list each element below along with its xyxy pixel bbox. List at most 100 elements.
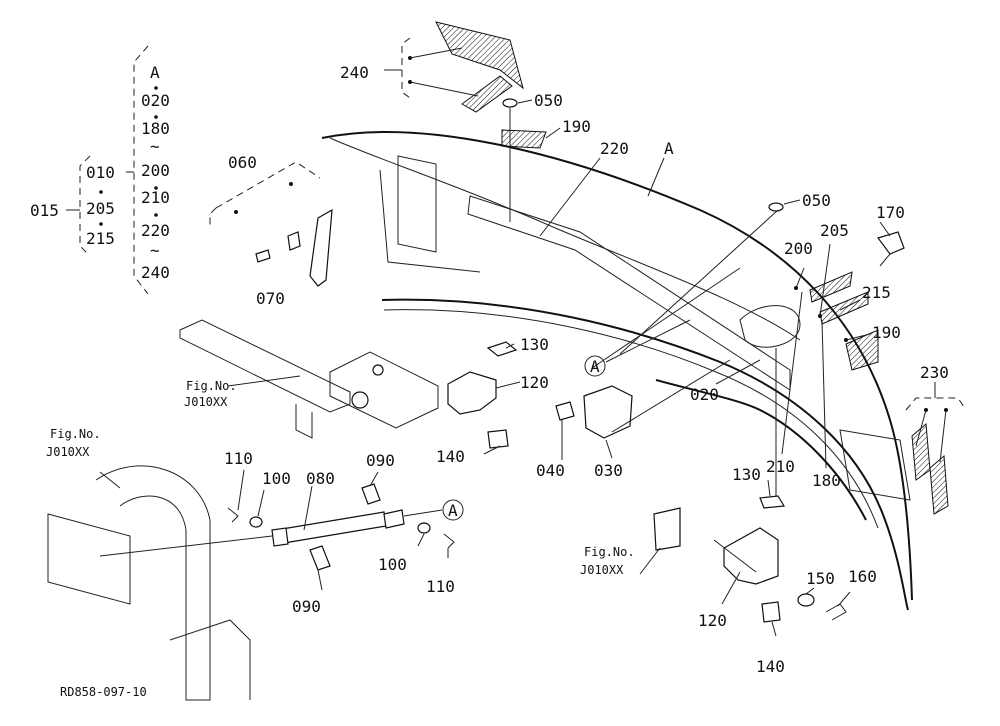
label-240: 240 (340, 63, 369, 82)
decal-240-b (461, 75, 513, 113)
label-130-a: 130 (520, 335, 549, 354)
clip-110-b (443, 533, 455, 549)
leader-230-bracket (905, 397, 967, 411)
label-020: 020 (690, 385, 719, 404)
pin-090-b (309, 545, 331, 571)
label-080: 080 (306, 469, 335, 488)
part-labels: 240 050 190 220 A 060 070 050 170 205 20… (224, 63, 949, 676)
label-200: 200 (784, 239, 813, 258)
washer-150 (797, 593, 815, 607)
washer-100-a (249, 516, 263, 528)
hood-bottom-rail (381, 298, 909, 611)
label-190-a: 190 (562, 117, 591, 136)
leader-240-bracket (401, 37, 411, 99)
decal-230-b (929, 454, 949, 515)
cap-050-b (768, 202, 784, 212)
label-215: 215 (862, 283, 891, 302)
handle-060-group (209, 161, 333, 287)
fig-references: Fig.No. J010XX Fig.No. J010XX Fig.No. J0… (46, 379, 635, 577)
shim-130-a (486, 341, 518, 357)
legend-seq-0: A (150, 63, 160, 82)
label-205: 205 (820, 221, 849, 240)
frame-stay (179, 319, 439, 439)
label-070: 070 (256, 289, 285, 308)
clip-110-a (227, 507, 239, 523)
legend-group-label: 015 (30, 201, 59, 220)
label-170: 170 (876, 203, 905, 222)
rops-tube (95, 465, 211, 701)
label-210: 210 (766, 457, 795, 476)
hood-side-vent (839, 429, 911, 501)
fig-ref-2-line2: J010XX (46, 445, 90, 459)
label-050-a: 050 (534, 91, 563, 110)
decal-205 (809, 271, 853, 303)
pin-090-a (361, 483, 381, 505)
circle-A-ref-3 (442, 499, 464, 521)
legend-seq-1: 020 (141, 91, 170, 110)
rops-base (169, 619, 251, 700)
label-110-a: 110 (224, 449, 253, 468)
gas-spring-080 (275, 511, 387, 545)
cap-050-a (502, 98, 518, 108)
label-160: 160 (848, 567, 877, 586)
hood-grille (397, 155, 437, 253)
clip-160 (825, 603, 847, 621)
fig-ref-3-line2: J010XX (580, 563, 624, 577)
legend-group-member-1: 205 (86, 199, 115, 218)
handle-bracket (209, 161, 321, 228)
label-180: 180 (812, 471, 841, 490)
legend-seq-6: 240 (141, 263, 170, 282)
label-120-b: 120 (698, 611, 727, 630)
shim-130-b (759, 495, 786, 509)
hood-front-panel (379, 169, 481, 273)
label-090-b: 090 (292, 597, 321, 616)
leader-lines (99, 37, 967, 637)
latch-170-arm (879, 253, 891, 267)
fig-ref-1-line1: Fig.No. (186, 379, 237, 393)
rops-frame (47, 465, 251, 701)
stay-bar (179, 319, 351, 413)
pin-040 (555, 401, 575, 421)
gas-spring-end (271, 527, 289, 547)
diagram-code: RD858-097-10 (60, 685, 147, 699)
hood-handle-recess (739, 305, 801, 348)
legend-block: A 020 180 ~ 200 210 220 ~ 240 015 010 20… (30, 45, 170, 295)
bracket-120-b-axis (713, 539, 757, 573)
legend-seq-2: 180 (141, 119, 170, 138)
label-140-b: 140 (756, 657, 785, 676)
fig-ref-2-line1: Fig.No. (50, 427, 101, 441)
legend-bracket-inner (79, 155, 91, 257)
legend-tilde-2: ~ (150, 241, 160, 260)
label-040: 040 (536, 461, 565, 480)
bolt-070 (287, 231, 301, 251)
legend-group-member-2: 215 (86, 229, 115, 248)
decal-230-a (911, 422, 931, 481)
label-A-3: A (448, 501, 458, 520)
gas-spring-rod (383, 509, 405, 529)
label-030: 030 (594, 461, 623, 480)
label-230: 230 (920, 363, 949, 382)
label-100-b: 100 (378, 555, 407, 574)
label-120-a: 120 (520, 373, 549, 392)
label-150: 150 (806, 569, 835, 588)
stay-leg (295, 404, 313, 439)
rubber-strip-020 (655, 379, 867, 521)
decal-190 (501, 129, 547, 149)
bushing-140-b (761, 601, 781, 623)
bracket-120-b (723, 527, 779, 585)
latch-170 (877, 231, 905, 255)
legend-tilde-1: ~ (150, 137, 160, 156)
hood-inner-edge (329, 137, 801, 341)
bushing-140-a (487, 429, 509, 449)
bracket-120-a (447, 371, 497, 415)
mount-bracket (329, 351, 439, 429)
hinge-030 (583, 385, 633, 439)
bracket-group-right (653, 495, 847, 623)
legend-group-member-0: 010 (86, 163, 115, 182)
label-050-b: 050 (802, 191, 831, 210)
legend-seq-5: 220 (141, 221, 170, 240)
hood-emblem-strip (467, 195, 791, 391)
label-110-b: 110 (426, 577, 455, 596)
label-190-b: 190 (872, 323, 901, 342)
